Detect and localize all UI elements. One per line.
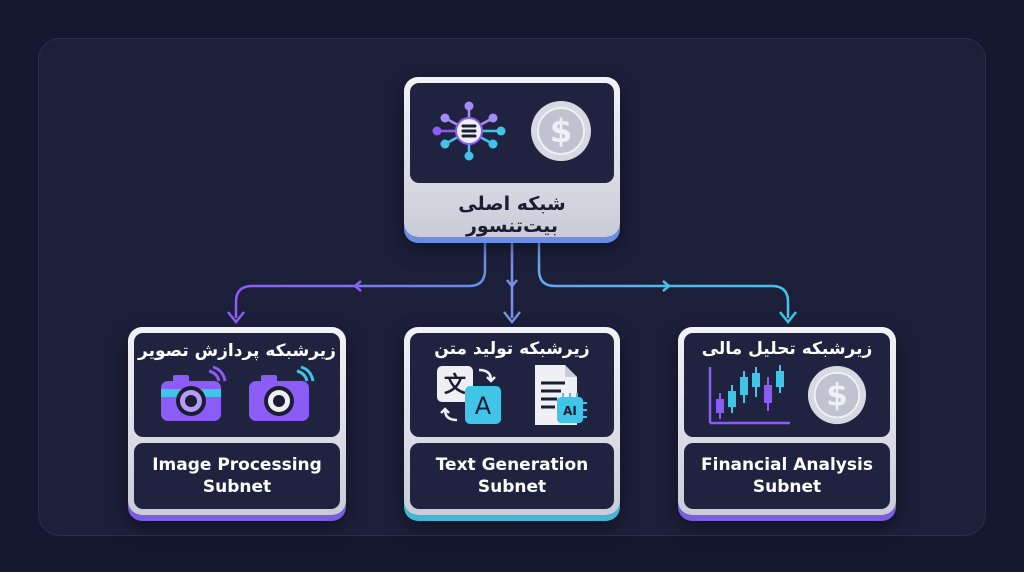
main-network-node: $ شبکه اصلی بیت‌تنسور — [404, 77, 620, 237]
chevron-center — [506, 279, 518, 288]
svg-text:$: $ — [550, 112, 572, 150]
dollar-coin-icon: $ — [529, 99, 593, 167]
subnet-finance-icons: زیرشبکه تحلیل مالی $ — [684, 333, 890, 437]
subnet-title-fa: زیرشبکه تولید متن — [434, 339, 590, 359]
subnet-title-fa: زیرشبکه تحلیل مالی — [701, 339, 873, 359]
main-node-icons: $ — [410, 83, 614, 183]
dollar-coin-icon: $ — [806, 364, 868, 430]
subnet-label-en: Image Processing Subnet — [134, 443, 340, 509]
subnet-label-en: Financial Analysis Subnet — [684, 443, 890, 509]
connector-right — [537, 242, 790, 318]
arrow-center — [503, 311, 521, 325]
ai-document-icon: AI — [531, 363, 589, 431]
connector-left — [234, 242, 487, 318]
arrow-right — [779, 311, 797, 325]
subnet-label-en: Text Generation Subnet — [410, 443, 614, 509]
subnet-text-icons: زیرشبکه تولید متن 文 A — [410, 333, 614, 437]
svg-text:文: 文 — [444, 372, 467, 398]
camera-icon — [247, 365, 315, 429]
subnet-image-processing: زیرشبکه پردازش تصویر — [128, 327, 346, 515]
camera-icon — [159, 365, 227, 429]
main-node-title: شبکه اصلی بیت‌تنسور — [458, 193, 566, 237]
subnet-image-icons: زیرشبکه پردازش تصویر — [134, 333, 340, 437]
chevron-right — [662, 280, 671, 292]
translate-icon: 文 A — [435, 364, 505, 430]
chevron-left — [353, 280, 362, 292]
subnet-title-fa: زیرشبکه پردازش تصویر — [138, 341, 336, 361]
svg-text:A: A — [475, 392, 492, 420]
subnet-financial-analysis: زیرشبکه تحلیل مالی $ — [678, 327, 896, 515]
candlestick-chart-icon — [706, 363, 792, 431]
network-hub-icon — [431, 98, 507, 168]
svg-text:$: $ — [826, 378, 848, 414]
subnet-text-generation: زیرشبکه تولید متن 文 A — [404, 327, 620, 515]
svg-text:AI: AI — [563, 404, 577, 418]
arrow-left — [227, 311, 245, 325]
